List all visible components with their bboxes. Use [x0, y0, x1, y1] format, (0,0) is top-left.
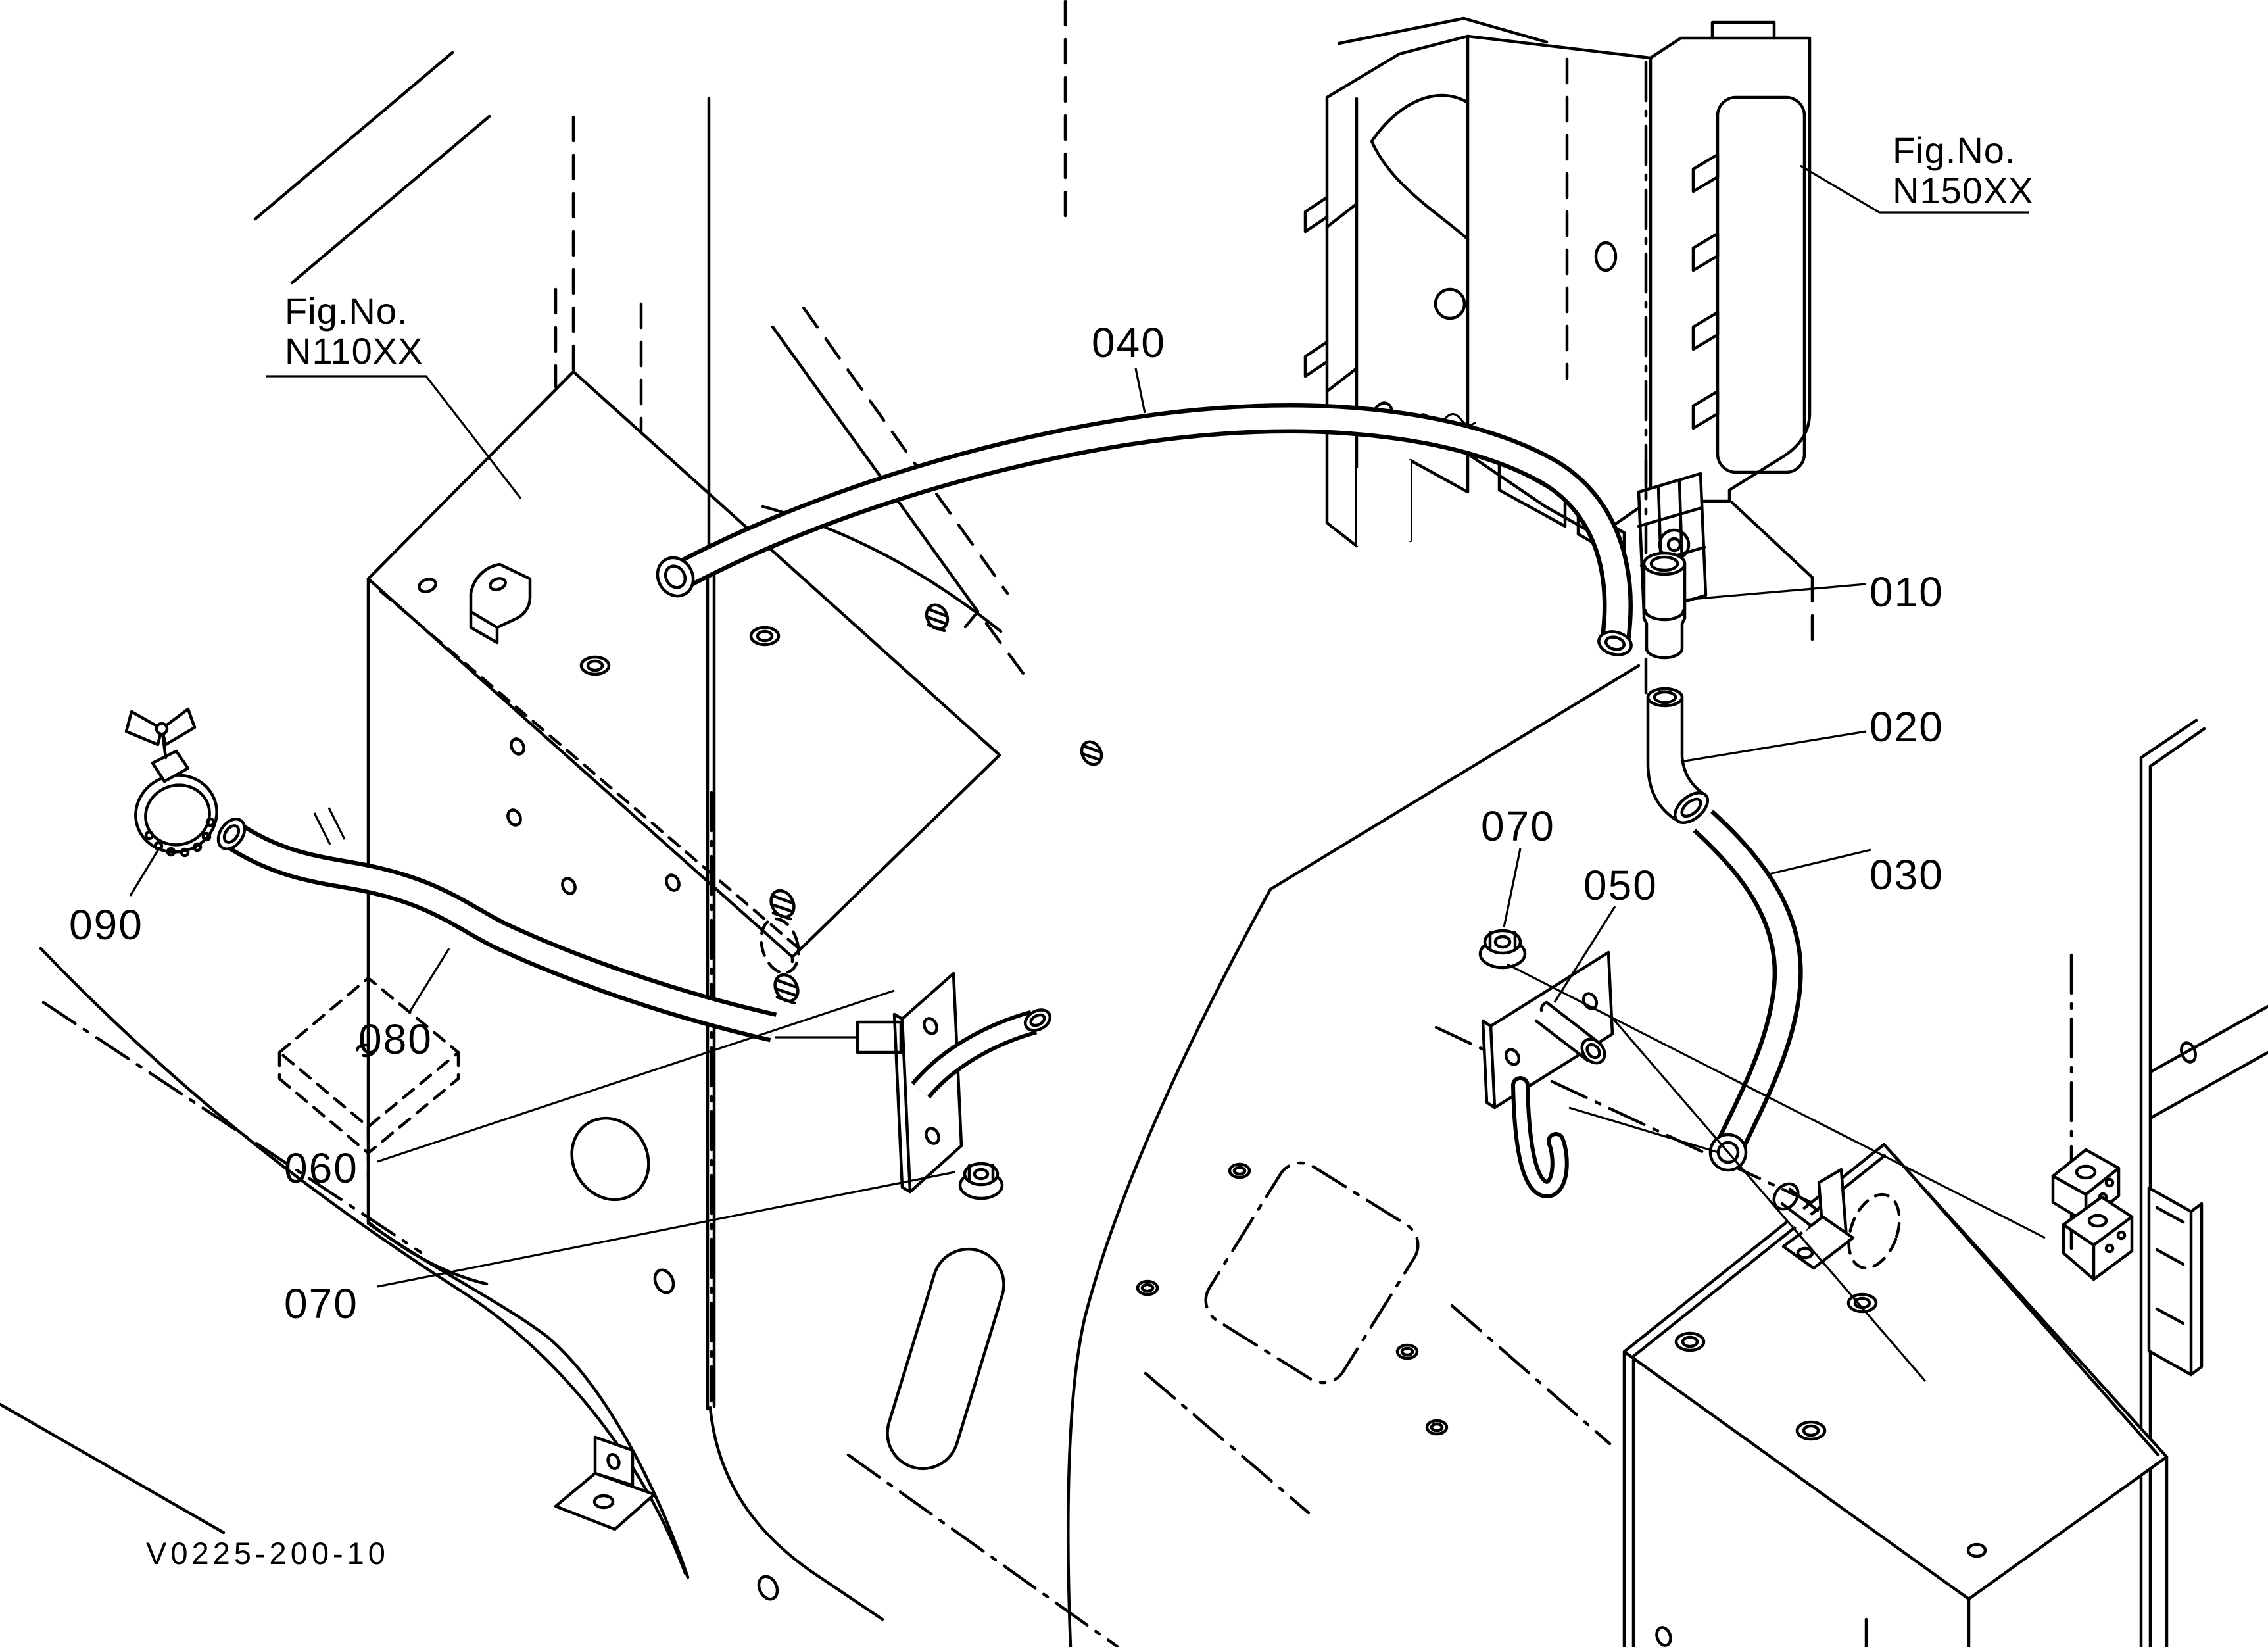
clamp-090: [124, 707, 218, 858]
tank-holes: [418, 578, 781, 1202]
nut-070-upper: [1478, 929, 1527, 970]
callout-090: 090: [69, 901, 143, 948]
clip-bracket-icon: [2147, 1186, 2204, 1377]
figref-n110-leader: [266, 375, 522, 499]
clamp-wing-screw-icon: [124, 707, 197, 783]
u-bracket-icon: [2062, 1195, 2134, 1281]
hose-080: [216, 807, 777, 1043]
callout-080: 080: [358, 1016, 433, 1063]
figref-n110-line2: N110XX: [285, 330, 423, 372]
connector-010: [1642, 458, 1687, 695]
labels: Fig.No. N110XX Fig.No. N150XX 040 010 02…: [69, 130, 2034, 1571]
hose-040-ends: [656, 556, 1633, 656]
leader-070-upper: [1503, 848, 1522, 928]
valve-assembly: [1303, 16, 1814, 650]
stub-bracket-icon: [1772, 1168, 1855, 1270]
figref-n150-leader: [1800, 164, 2029, 214]
screw-icon: [773, 973, 800, 1005]
clamp-perforations: [144, 817, 216, 858]
leader-lines: [129, 164, 2046, 1383]
box-holes: [1655, 1292, 1987, 1647]
leader-040: [1134, 368, 1146, 414]
panel-opening: [1204, 1161, 1420, 1385]
panel-holes: [653, 1162, 1449, 1601]
figref-n110-line1: Fig.No.: [285, 290, 408, 332]
oblong-slot: [886, 1247, 1005, 1471]
screw-icon: [1080, 740, 1103, 766]
fuel-tank: [277, 370, 1001, 1286]
nut-070-lower: [958, 1162, 1004, 1200]
callout-030: 030: [1870, 851, 1944, 898]
callout-050: 050: [1583, 862, 1658, 909]
callout-070-lower: 070: [284, 1280, 358, 1327]
hose-080-far-end: [911, 1008, 1052, 1099]
screw-icon: [925, 603, 950, 633]
angle-bracket-icon: [554, 1435, 656, 1531]
callout-020: 020: [1870, 703, 1944, 750]
leader-090: [129, 847, 161, 897]
bracket-050-pin: [1534, 1000, 1606, 1065]
reference-line: [1568, 1106, 1719, 1154]
leader-050: [1553, 906, 1616, 1003]
leader-070-lower: [377, 1171, 955, 1288]
reference-line: [1608, 1014, 1927, 1383]
callout-060: 060: [284, 1144, 358, 1192]
hidden-pad: [277, 976, 460, 1181]
screw-icon: [769, 889, 796, 921]
leader-020: [1680, 730, 1867, 763]
figref-n150-line1: Fig.No.: [1893, 130, 2016, 171]
support-box: [1622, 1143, 2169, 1647]
drawing-number: V0225-200-10: [146, 1536, 389, 1571]
callout-010: 010: [1870, 568, 1944, 616]
reference-line: [1507, 963, 2046, 1239]
leader-080: [408, 948, 450, 1014]
hose-040: [656, 403, 1633, 656]
figref-n150-line2: N150XX: [1893, 170, 2034, 211]
leader-010: [1683, 583, 1867, 601]
leader-060: [377, 989, 895, 1163]
hidden-hole: [760, 917, 800, 975]
callout-040: 040: [1092, 319, 1166, 366]
bracket-050-hook: [1511, 1076, 1569, 1198]
elbow-020: [1646, 687, 1710, 824]
bracket-050: [1481, 950, 1614, 1198]
tank-bracket-icon: [469, 562, 532, 645]
callout-070-upper: 070: [1481, 802, 1555, 850]
leader-030: [1766, 848, 1871, 876]
